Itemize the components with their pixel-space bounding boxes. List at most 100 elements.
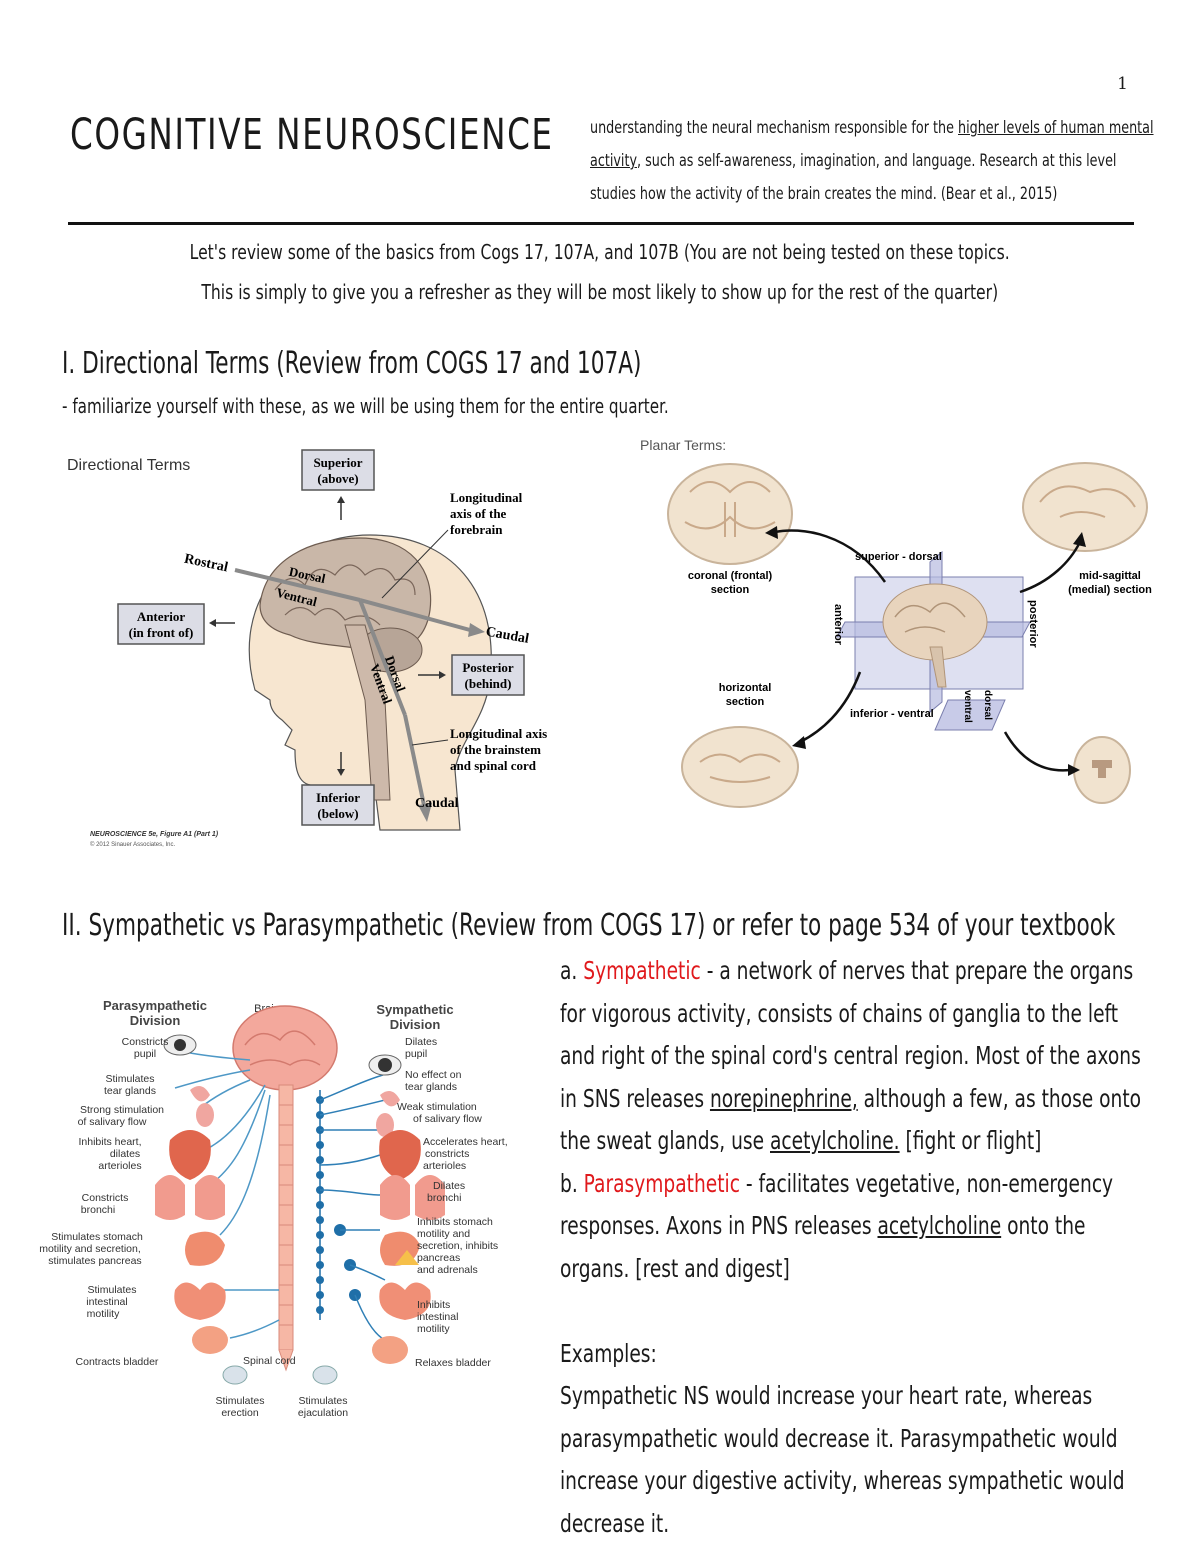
right-label-7-line0: Relaxes bladder [415, 1357, 491, 1369]
right-label-4-line1: bronchi [427, 1192, 461, 1204]
anterior-arrowhead [209, 619, 216, 627]
left-tear-gland [190, 1086, 210, 1102]
right-label-6-line2: motility [417, 1323, 450, 1335]
symp-title-1: Sympathetic [376, 1002, 453, 1017]
horizontal-folds [699, 753, 781, 783]
superior-arrowhead [337, 496, 345, 503]
caudal-arrowhead [468, 623, 485, 637]
coronal-folds [684, 481, 776, 537]
bottom-left-line0: Stimulates [215, 1395, 264, 1407]
directional-figure-title: Directional Terms [67, 457, 190, 474]
caudal-bottom-arrowhead [418, 803, 432, 822]
right-adrenal [395, 1250, 419, 1265]
left-label-2-line1: of salivary flow [78, 1116, 147, 1128]
spinal-grey-matter [1092, 760, 1112, 778]
right-lungs [380, 1175, 445, 1220]
inferior-label: Inferior [316, 790, 360, 805]
sympathetic-ganglia-chain [316, 1096, 361, 1314]
right-label-1-line0: No effect on [405, 1069, 462, 1081]
brain-image [232, 1005, 338, 1091]
page-number: 1 [1117, 74, 1128, 94]
midsagittal-section-image [1022, 462, 1148, 552]
label-ventral: ventral [962, 690, 973, 723]
right-label-0-line0: Dilates [405, 1036, 437, 1048]
item-b-body-1: - facilitates vegetative, non-emergency … [560, 1168, 1114, 1241]
section1-heading: I. Directional Terms (Review from COGS 1… [62, 346, 642, 381]
left-heart [169, 1130, 211, 1180]
right-genital [312, 1365, 338, 1385]
left-label-5-line0: Stimulates stomach [51, 1231, 143, 1243]
right-label-5-line2: secretion, inhibits [417, 1240, 498, 1252]
left-label-0-line1: pupil [134, 1048, 156, 1060]
posterior-label: Posterior [462, 660, 513, 675]
left-labels: Constricts pupil Stimulates tear glands … [39, 1036, 168, 1368]
section1-note: - familiarize yourself with these, as we… [62, 394, 669, 418]
long-forebrain-pointer [381, 529, 449, 599]
midsagittal-label-1: mid-sagittal [1079, 570, 1141, 582]
long-forebrain-line2: axis of the [450, 506, 507, 521]
right-label-2-line0: Weak stimulation [397, 1101, 477, 1113]
long-forebrain-line3: forebrain [450, 522, 503, 537]
left-stomach [185, 1231, 225, 1266]
right-label-5-line4: and adrenals [417, 1264, 478, 1276]
long-brainstem-line2: of the brainstem [450, 742, 541, 757]
left-label-6-line2: motility [87, 1308, 120, 1320]
para-title-1: Parasympathetic [103, 998, 207, 1013]
right-intestines [379, 1282, 431, 1320]
coronal-label-2: section [711, 584, 750, 596]
left-label-3-line2: arterioles [98, 1160, 141, 1172]
coronal-section-image [667, 463, 793, 565]
posterior-arrowhead [439, 671, 446, 679]
right-tear-gland [380, 1091, 400, 1107]
coronal-label-1: coronal (frontal) [688, 570, 773, 582]
superior-label: Superior [313, 455, 362, 470]
left-label-7-line0: Contracts bladder [76, 1356, 159, 1368]
left-label-0-line0: Constricts [122, 1036, 169, 1048]
para-title-2: Division [130, 1013, 181, 1028]
bottom-right-line1: ejaculation [298, 1407, 348, 1419]
right-label-6-line1: intestinal [417, 1311, 458, 1323]
right-label-4-line0: Dilates [433, 1180, 465, 1192]
left-lungs [155, 1175, 225, 1220]
arrowhead-spinal [1068, 764, 1080, 776]
left-salivary-gland [196, 1103, 214, 1127]
superior-sub-label: (above) [317, 471, 358, 486]
right-label-0-line1: pupil [405, 1048, 427, 1060]
definition-text: understanding the neural mechanism respo… [590, 112, 1160, 211]
arrowhead-midsagittal [1073, 532, 1086, 547]
left-label-2-line0: Strong stimulation [80, 1104, 164, 1116]
arrowhead-horizontal [792, 736, 806, 749]
brain-folds [274, 564, 416, 626]
left-label-6-line0: Stimulates [87, 1284, 136, 1296]
symp-title-2: Division [390, 1017, 441, 1032]
item-a-body-3: [fight or flight] [899, 1126, 1042, 1155]
term-acetylcholine-b: acetylcholine [877, 1211, 1002, 1240]
item-a-prefix: a. [560, 956, 584, 985]
horizontal-section-image [681, 726, 799, 808]
inferior-sub-label: (below) [317, 806, 358, 821]
left-organs [155, 1034, 248, 1385]
label-posterior: posterior [1027, 600, 1039, 648]
item-a-body-2: although a few, as those onto the sweat … [560, 1083, 1142, 1156]
item-b-prefix: b. [560, 1168, 584, 1198]
midsagittal-label-2: (medial) section [1068, 584, 1152, 596]
spinal-plane [934, 699, 1006, 731]
midsagittal-folds [1039, 485, 1136, 518]
label-anterior: anterior [832, 604, 844, 646]
right-heart [379, 1130, 421, 1180]
superior-box [301, 449, 375, 491]
inferior-box [301, 784, 375, 826]
item-b-body-2: onto the organs. [rest and digest] [560, 1211, 1086, 1283]
left-intestines [174, 1282, 226, 1320]
right-label-5-line3: pancreas [417, 1252, 460, 1264]
label-superior-dorsal: superior - dorsal [855, 551, 942, 563]
sympathetic-text-block: a. Sympathetic - a network of nerves tha… [560, 950, 1141, 1545]
review-line-1: Let's review some of the basics from Cog… [189, 240, 1011, 264]
long-brainstem-line3: and spinal cord [450, 758, 537, 773]
right-label-5-line0: Inhibits stomach [417, 1216, 493, 1228]
left-label-1-line0: Stimulates [105, 1073, 154, 1085]
left-bladder [192, 1326, 228, 1354]
left-label-3-line0: Inhibits heart, [78, 1136, 141, 1148]
examples-body: Sympathetic NS would increase your heart… [560, 1381, 1125, 1538]
definition-underlined: higher levels of human mental activity [590, 118, 1154, 171]
